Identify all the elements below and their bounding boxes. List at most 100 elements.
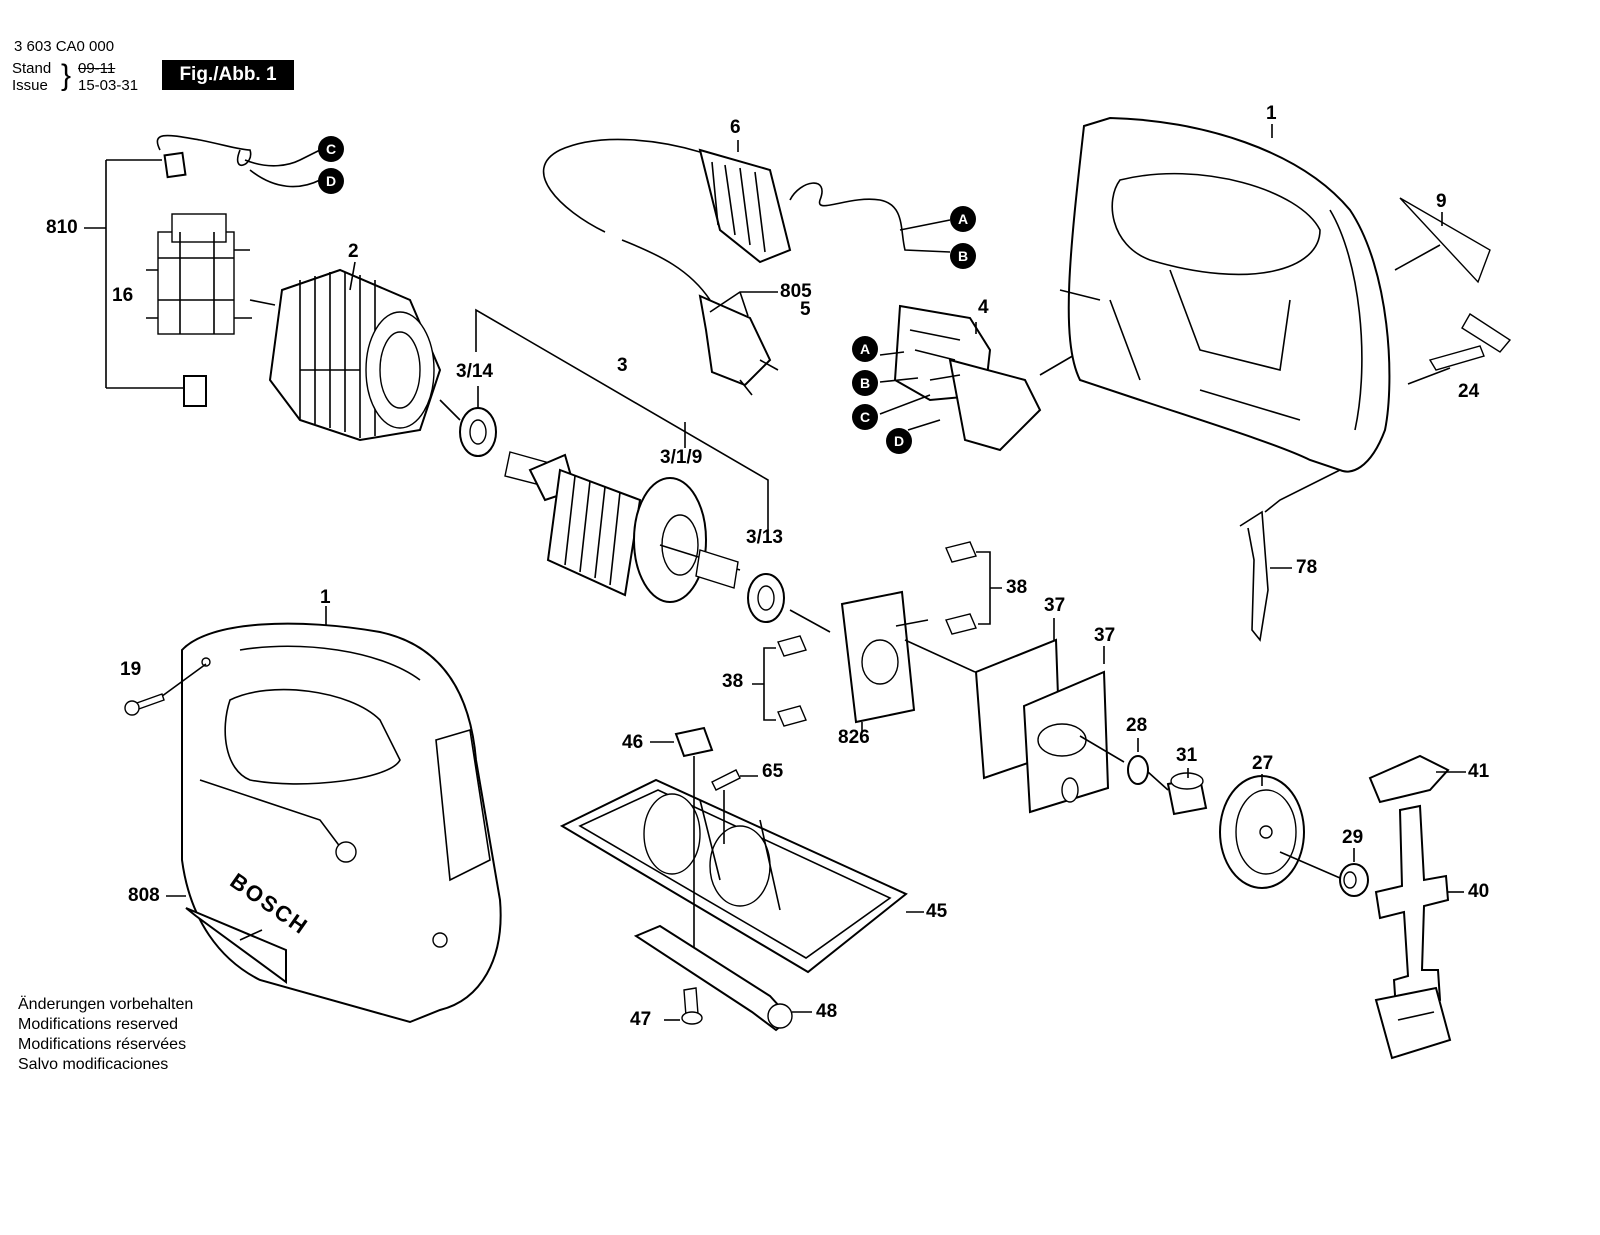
leader-stator [249,261,356,306]
new-date: 15-03-31 [78,77,139,94]
bearing-3-14 [459,407,497,457]
part-label-826: 826 [838,727,870,748]
part-label-3-1-9: 3/1/9 [660,447,703,468]
needle-bearing-31 [1166,772,1208,816]
part-label-65: 65 [762,761,784,782]
part-label-3-14: 3/14 [456,361,493,382]
brush-wire [156,134,321,188]
screw-19 [124,693,165,716]
part-label-46: 46 [622,732,644,753]
part-label-9: 9 [1436,191,1447,212]
armature-3 [504,451,741,603]
connector-marker-c: C [852,404,878,430]
leader-to-826 [789,609,831,633]
connector-marker-d: D [318,168,344,194]
part-label-31: 31 [1176,745,1198,766]
foot-plate-808 [185,907,287,984]
washer-28 [1127,755,1149,785]
base-plate-45 [559,778,908,974]
bearing-3-13 [747,573,785,623]
leader-65 [723,775,758,844]
leader-plug [709,291,778,317]
part-label-38-upper: 38 [1006,577,1028,598]
leader-46 [650,741,695,950]
leader-37 [1053,618,1105,664]
part-label-78: 78 [1296,557,1318,578]
connector-marker-d: D [886,428,912,454]
pad-46 [674,726,714,758]
part-label-37-b: 37 [1094,625,1116,646]
leader-switch [879,322,1101,431]
leader-31 [1147,768,1189,791]
leader-9 [1394,212,1443,271]
note-spanish: Salvo modificaciones [18,1056,169,1073]
slider-24 [1428,313,1512,371]
carbon-brush-top [163,151,187,179]
plate-826 [840,590,929,724]
mains-plug-5 [621,239,779,396]
part-label-29: 29 [1342,827,1364,848]
power-cord-6 [542,138,951,264]
leader-bearing-top [439,386,479,421]
figure-label: Fig./Abb. 1 [162,60,294,90]
spring-78 [1239,510,1269,642]
part-label-3-13: 3/13 [746,527,783,548]
plate-9 [1399,197,1491,284]
part-label-19: 19 [120,659,142,680]
connector-marker-b: B [950,243,976,269]
part-label-1-top: 1 [1266,103,1277,124]
part-label-24: 24 [1458,381,1480,402]
old-date: 09-11 [78,60,116,77]
connector-marker-b: B [852,370,878,396]
part-label-45: 45 [926,901,948,922]
bracket-810 [84,159,184,389]
part-label-47: 47 [630,1009,652,1030]
part-label-810: 810 [46,217,78,238]
stand-label: Stand [12,60,52,77]
stator-2 [268,268,442,442]
part-label-48: 48 [816,1001,838,1022]
carbon-brush-bottom [183,375,207,407]
part-label-5: 5 [800,299,811,320]
part-label-38-lower: 38 [722,671,744,692]
leader-808 [166,895,263,941]
clamp-lever-48 [633,924,793,1032]
modification-notes: Änderungen vorbehalten Modifications res… [18,995,193,1075]
lever-41 [1368,754,1450,804]
housing-half-right [1059,116,1391,473]
gear-27 [1219,775,1305,889]
note-german: Änderungen vorbehalten [18,996,194,1013]
bracket-3 [475,308,769,530]
screw-47 [681,987,703,1025]
housing-half-left [181,622,502,1024]
clips-38-upper [945,541,1002,635]
switch-4 [893,304,1042,452]
pin-65 [711,769,741,791]
part-label-2: 2 [348,241,359,262]
part-label-40: 40 [1468,881,1490,902]
part-label-37-a: 37 [1044,595,1066,616]
part-number: 3 603 CA0 000 [14,38,115,55]
connector-marker-a: A [852,336,878,362]
leader-24 [1407,367,1451,385]
part-label-41: 41 [1468,761,1490,782]
leader-housing-right [1264,124,1341,513]
issue-brace: } [61,59,72,92]
leader-27 [1261,774,1341,879]
note-english: Modifications reserved [18,1016,179,1033]
clips-38-lower [752,635,807,727]
guide-plates-37 [974,638,1110,814]
part-label-808: 808 [128,885,160,906]
part-label-3: 3 [617,355,628,376]
connector-marker-a: A [950,206,976,232]
part-label-16: 16 [112,285,134,306]
part-label-805: 805 [780,281,812,302]
part-label-1-bottom: 1 [320,587,331,608]
part-label-27: 27 [1252,753,1274,774]
plunger-40 [1374,804,1452,1060]
part-label-6: 6 [730,117,741,138]
issue-label: Issue [12,77,48,94]
note-french: Modifications réservées [18,1036,187,1053]
roller-29 [1339,863,1369,897]
